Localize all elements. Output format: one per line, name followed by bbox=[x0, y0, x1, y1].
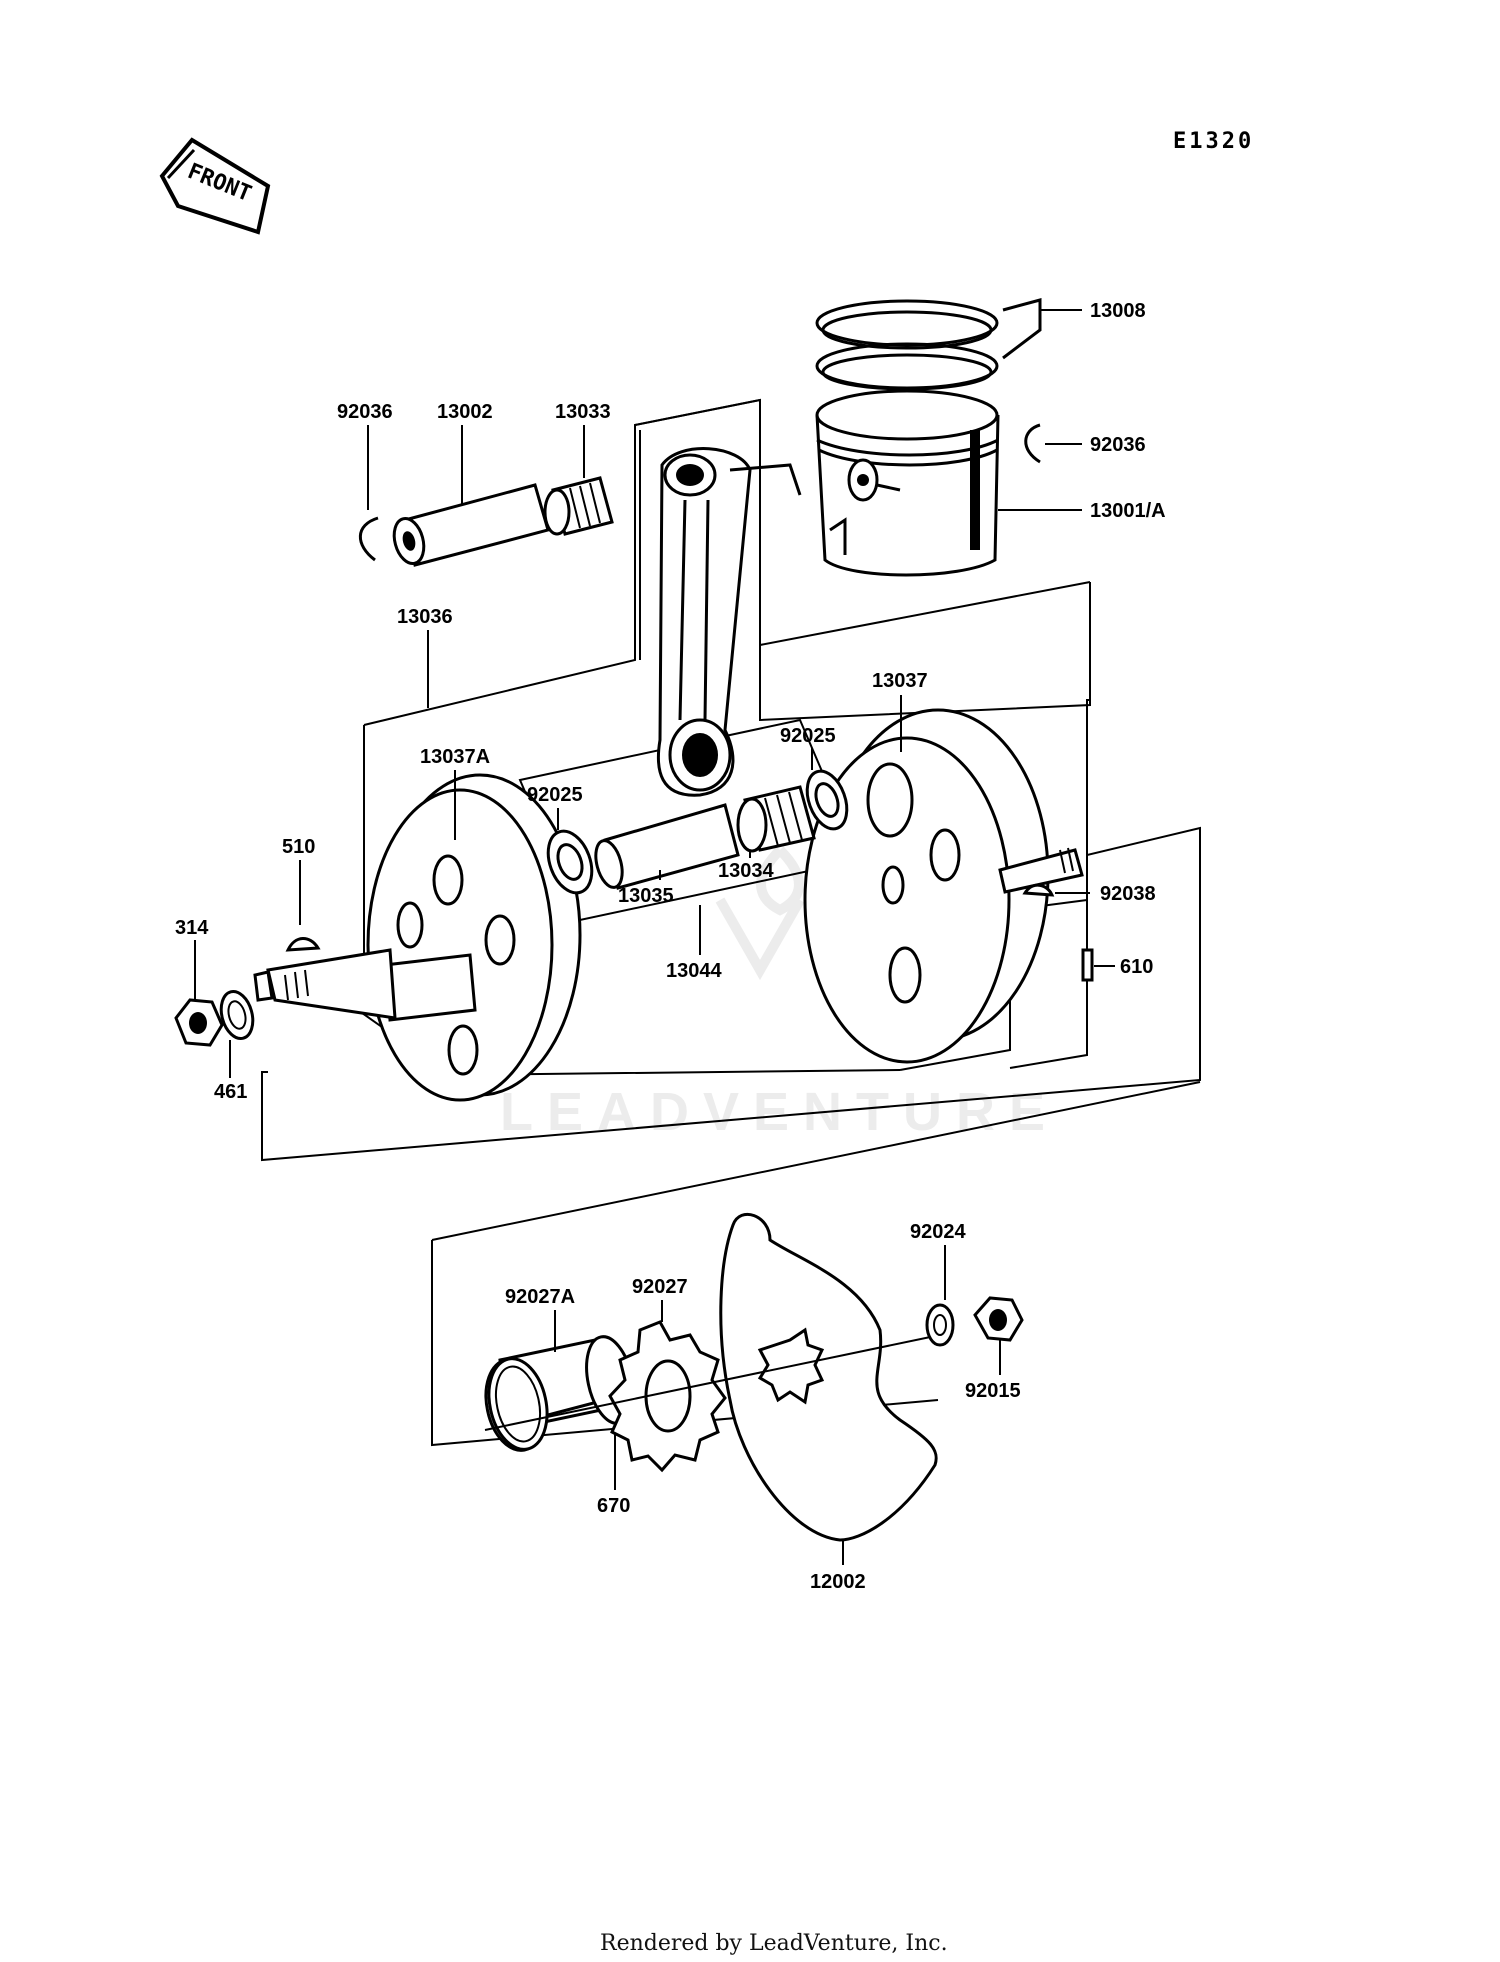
piston bbox=[815, 389, 1000, 577]
callout-13044: 13044 bbox=[666, 960, 722, 982]
callout-13037: 13037 bbox=[872, 670, 928, 692]
callout-13033: 13033 bbox=[555, 401, 611, 423]
callout-92038: 92038 bbox=[1100, 883, 1156, 905]
lock-washer bbox=[219, 989, 255, 1041]
footer-credit: Rendered by LeadVenture, Inc. bbox=[600, 1931, 948, 1956]
primary-nut bbox=[973, 1296, 1024, 1342]
callout-92027: 92027 bbox=[632, 1276, 688, 1298]
shaft-key-right bbox=[1022, 883, 1055, 897]
balancer-plate bbox=[719, 1212, 938, 1542]
dowel-pin bbox=[1081, 948, 1094, 982]
callout-12002: 12002 bbox=[810, 1571, 866, 1593]
drive-gear bbox=[608, 1320, 727, 1473]
primary-washer bbox=[925, 1303, 955, 1347]
left-flywheel bbox=[253, 773, 582, 1102]
callout-610: 610 bbox=[1120, 956, 1153, 978]
callout-92025-right: 92025 bbox=[780, 725, 836, 747]
callout-13037a: 13037A bbox=[420, 746, 490, 768]
right-flywheel bbox=[803, 708, 1084, 1064]
callout-510: 510 bbox=[282, 836, 315, 858]
callout-92036-right: 92036 bbox=[1090, 434, 1146, 456]
callout-13036: 13036 bbox=[397, 606, 453, 628]
small-end-bearing bbox=[543, 476, 614, 536]
connecting-rod bbox=[656, 447, 802, 797]
callout-92025-left: 92025 bbox=[527, 784, 583, 806]
callout-92015: 92015 bbox=[965, 1380, 1021, 1402]
crank-nut bbox=[174, 998, 224, 1047]
callout-670: 670 bbox=[597, 1495, 630, 1517]
callout-314: 314 bbox=[175, 917, 209, 939]
callout-13008: 13008 bbox=[1090, 300, 1146, 322]
circlip-left bbox=[358, 516, 379, 562]
callout-92036-left: 92036 bbox=[337, 401, 393, 423]
callout-13001a: 13001/A bbox=[1090, 500, 1166, 522]
thrust-washer-right bbox=[805, 769, 849, 831]
circlip-right bbox=[1024, 423, 1041, 464]
thrust-washer-left bbox=[546, 829, 594, 895]
callout-92027a: 92027A bbox=[505, 1286, 575, 1308]
callout-461: 461 bbox=[214, 1081, 247, 1103]
piston-pin bbox=[392, 483, 550, 567]
callout-13034: 13034 bbox=[718, 860, 774, 882]
callout-13002: 13002 bbox=[437, 401, 493, 423]
front-arrow-icon: FRONT bbox=[159, 137, 271, 235]
callout-92024: 92024 bbox=[910, 1221, 966, 1243]
piston-rings bbox=[815, 298, 1042, 391]
big-end-bearing bbox=[736, 785, 816, 853]
crank-pin bbox=[594, 803, 740, 890]
callout-13035: 13035 bbox=[618, 885, 674, 907]
diagram-ref-code: E1320 bbox=[1173, 129, 1254, 154]
woodruff-key bbox=[285, 937, 321, 952]
